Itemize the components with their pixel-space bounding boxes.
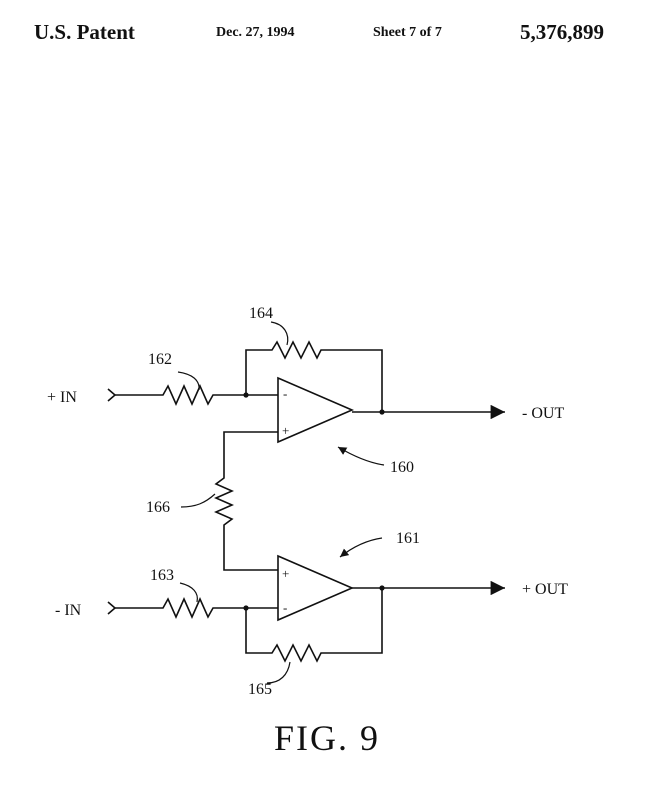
leader-166 (180, 493, 216, 508)
patent-title: U.S. Patent (34, 20, 135, 44)
leader-160 (337, 446, 385, 466)
patent-date: Dec. 27, 1994 (216, 25, 295, 40)
opamp-160: - + (277, 376, 355, 444)
label-164: 164 (249, 305, 273, 322)
resistor-166 (214, 431, 278, 571)
leader-163 (179, 582, 198, 603)
opamp-bottom-plus-sign: + (282, 566, 289, 581)
opamp-bottom-triangle (277, 554, 355, 622)
plus-in-label: + IN (47, 389, 77, 406)
opamp-top-plus-sign: + (282, 423, 289, 438)
plus-in-terminal (107, 388, 117, 402)
patent-number: 5,376,899 (520, 20, 604, 44)
resistor-165 (245, 588, 383, 663)
leader-161 (339, 537, 383, 558)
label-161: 161 (396, 530, 420, 547)
opamp-161: + - (277, 554, 355, 622)
minus-in-terminal (107, 601, 117, 615)
leader-164 (270, 321, 289, 346)
label-163: 163 (150, 567, 174, 584)
resistor-163 (115, 597, 278, 619)
sheet-number: Sheet 7 of 7 (373, 25, 442, 40)
minus-out-label: - OUT (522, 405, 564, 422)
label-165: 165 (248, 681, 272, 698)
opamp-top-minus-sign: - (283, 386, 287, 401)
plus-out-label: + OUT (522, 581, 568, 598)
label-162: 162 (148, 351, 172, 368)
label-160: 160 (390, 459, 414, 476)
leader-162 (177, 371, 200, 391)
leader-165 (266, 661, 291, 684)
resistor-162 (115, 384, 278, 406)
figure-caption: FIG. 9 (274, 718, 380, 758)
opamp-top-triangle (277, 376, 355, 444)
resistor-164 (245, 340, 383, 412)
label-166: 166 (146, 499, 170, 516)
opamp-bottom-minus-sign: - (283, 600, 287, 615)
minus-in-label: - IN (55, 602, 82, 619)
